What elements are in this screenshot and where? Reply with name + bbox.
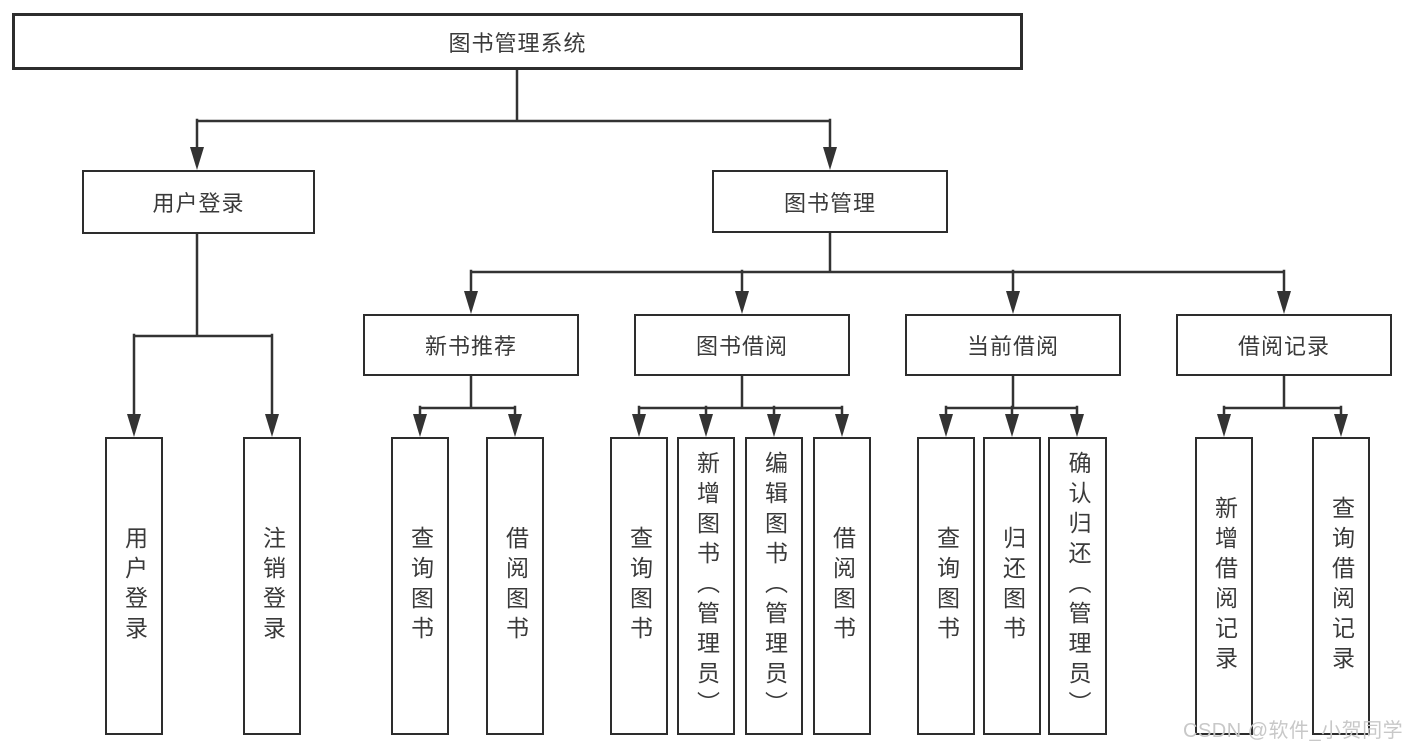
node-label: 新增借阅记录 — [1211, 496, 1238, 676]
node-label: 借阅图书 — [829, 526, 856, 646]
arrowhead-icons — [127, 147, 1348, 437]
node-label: 图书管理系统 — [448, 30, 587, 56]
node-system-root: 图书管理系统 — [12, 13, 1023, 70]
node-user-login-module: 用户登录 — [82, 170, 315, 234]
node-new-book-recommend: 新书推荐 — [363, 314, 579, 376]
node-label: 用户登录 — [152, 191, 245, 216]
node-label: 图书借阅 — [695, 334, 788, 359]
node-label: 用户登录 — [121, 526, 148, 646]
leaf-query-books-recommend: 查询图书 — [391, 437, 449, 735]
node-label: 当前借阅 — [966, 334, 1059, 359]
leaf-add-books-admin: 新增图书（管理员） — [677, 437, 735, 735]
node-label: 图书管理 — [783, 190, 876, 216]
leaf-borrow-books-recommend: 借阅图书 — [486, 437, 544, 735]
leaf-query-borrow-record: 查询借阅记录 — [1312, 437, 1370, 735]
node-label: 查询图书 — [933, 526, 960, 646]
node-label: 借阅记录 — [1237, 334, 1330, 359]
node-label: 编辑图书（管理员） — [761, 451, 788, 721]
watermark: CSDN @软件_小贺同学 — [1183, 720, 1404, 742]
node-label: 借阅图书 — [502, 526, 529, 646]
node-book-borrowing: 图书借阅 — [634, 314, 850, 376]
leaf-confirm-return-admin: 确认归还（管理员） — [1048, 437, 1107, 735]
node-label: 新增图书（管理员） — [693, 451, 720, 721]
node-label: 查询借阅记录 — [1328, 496, 1355, 676]
node-label: 查询图书 — [407, 526, 434, 646]
leaf-query-books-borrow: 查询图书 — [610, 437, 668, 735]
leaf-logout: 注销登录 — [243, 437, 301, 735]
node-book-management-module: 图书管理 — [712, 170, 948, 233]
node-current-borrowing: 当前借阅 — [905, 314, 1121, 376]
node-label: 归还图书 — [999, 526, 1026, 646]
node-label: 注销登录 — [259, 526, 286, 646]
leaf-add-borrow-record: 新增借阅记录 — [1195, 437, 1253, 735]
leaf-borrow-books: 借阅图书 — [813, 437, 871, 735]
node-label: 确认归还（管理员） — [1065, 451, 1091, 721]
node-label: 查询图书 — [626, 526, 653, 646]
leaf-return-books: 归还图书 — [983, 437, 1041, 735]
leaf-query-books-current: 查询图书 — [917, 437, 975, 735]
leaf-user-login: 用户登录 — [105, 437, 163, 735]
node-label: 新书推荐 — [424, 334, 517, 359]
leaf-edit-books-admin: 编辑图书（管理员） — [745, 437, 803, 735]
node-borrowing-records: 借阅记录 — [1176, 314, 1392, 376]
